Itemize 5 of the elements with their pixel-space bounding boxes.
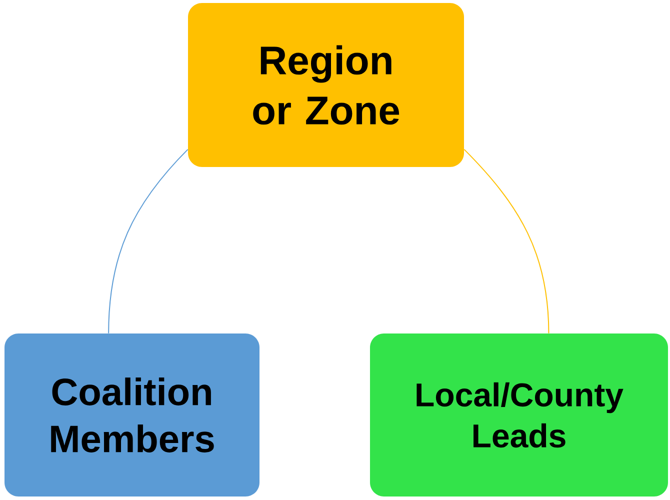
connector-arc xyxy=(108,148,188,334)
rounded-box: Coalition Members xyxy=(4,334,260,496)
rounded-box: Local/County Leads xyxy=(370,334,668,496)
connector-arc xyxy=(464,148,550,334)
rounded-box: Region or Zone xyxy=(188,3,464,167)
